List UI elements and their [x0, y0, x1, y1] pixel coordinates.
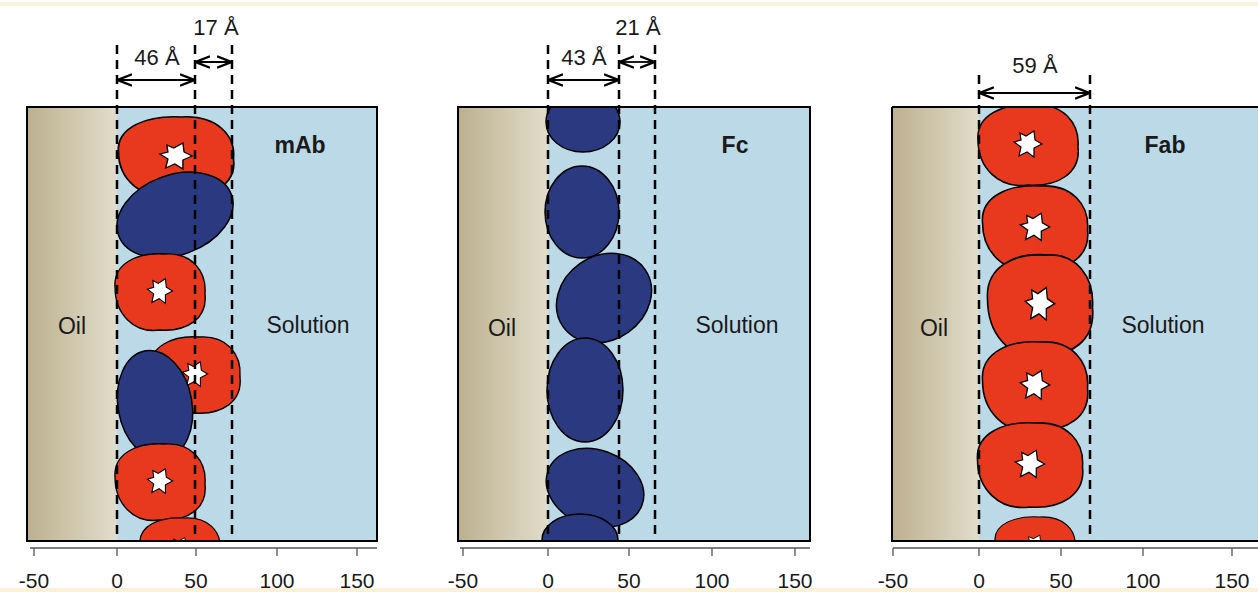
axis-number: 0 — [109, 569, 125, 592]
oil-region: Oil — [458, 107, 548, 541]
boundary-lines — [117, 45, 1090, 541]
axis-number: 150 — [775, 569, 814, 592]
axis-number: 50 — [182, 569, 209, 592]
oil-region: Oil — [27, 107, 117, 541]
axis-number: -50 — [17, 569, 51, 592]
dimension-label: 17 Å — [191, 16, 240, 40]
axis-number: 50 — [1047, 569, 1074, 592]
dimension-label: 59 Å — [1010, 54, 1059, 78]
region-label: Solution — [1121, 314, 1204, 337]
axis-number: 100 — [692, 569, 731, 592]
panel-title: Fab — [1145, 134, 1186, 157]
region-label: Solution — [695, 314, 778, 337]
axis-number: 0 — [540, 569, 556, 592]
axis-number: 150 — [337, 569, 376, 592]
region-label: Oil — [488, 317, 516, 340]
protein-layer — [105, 117, 245, 541]
axis — [30, 547, 1258, 548]
solution-region: FcSolution — [548, 107, 810, 541]
solution-region: FabSolution — [979, 107, 1258, 541]
region-label: Oil — [58, 315, 86, 338]
protein-layer — [535, 107, 669, 541]
axis-number: 50 — [615, 569, 642, 592]
axis-number: 100 — [257, 569, 296, 592]
dimension-label: 21 Å — [613, 16, 662, 40]
panel-title: Fc — [722, 134, 749, 157]
axis-ticks — [34, 548, 1232, 556]
axis-number: 150 — [1212, 569, 1251, 592]
solution-region: mAbSolution — [117, 107, 377, 541]
oil-region: Oil — [892, 107, 979, 541]
dimension-label: 43 Å — [559, 46, 608, 70]
region-label: Solution — [266, 314, 349, 337]
panel-title: mAb — [274, 134, 325, 157]
axis-number: 100 — [1123, 569, 1162, 592]
axis-number: 0 — [971, 569, 987, 592]
dimension-label: 46 Å — [132, 46, 181, 70]
axis-number: -50 — [876, 569, 910, 592]
protein-layer — [977, 107, 1092, 541]
axis-number: -50 — [446, 569, 480, 592]
region-label: Oil — [920, 317, 948, 340]
